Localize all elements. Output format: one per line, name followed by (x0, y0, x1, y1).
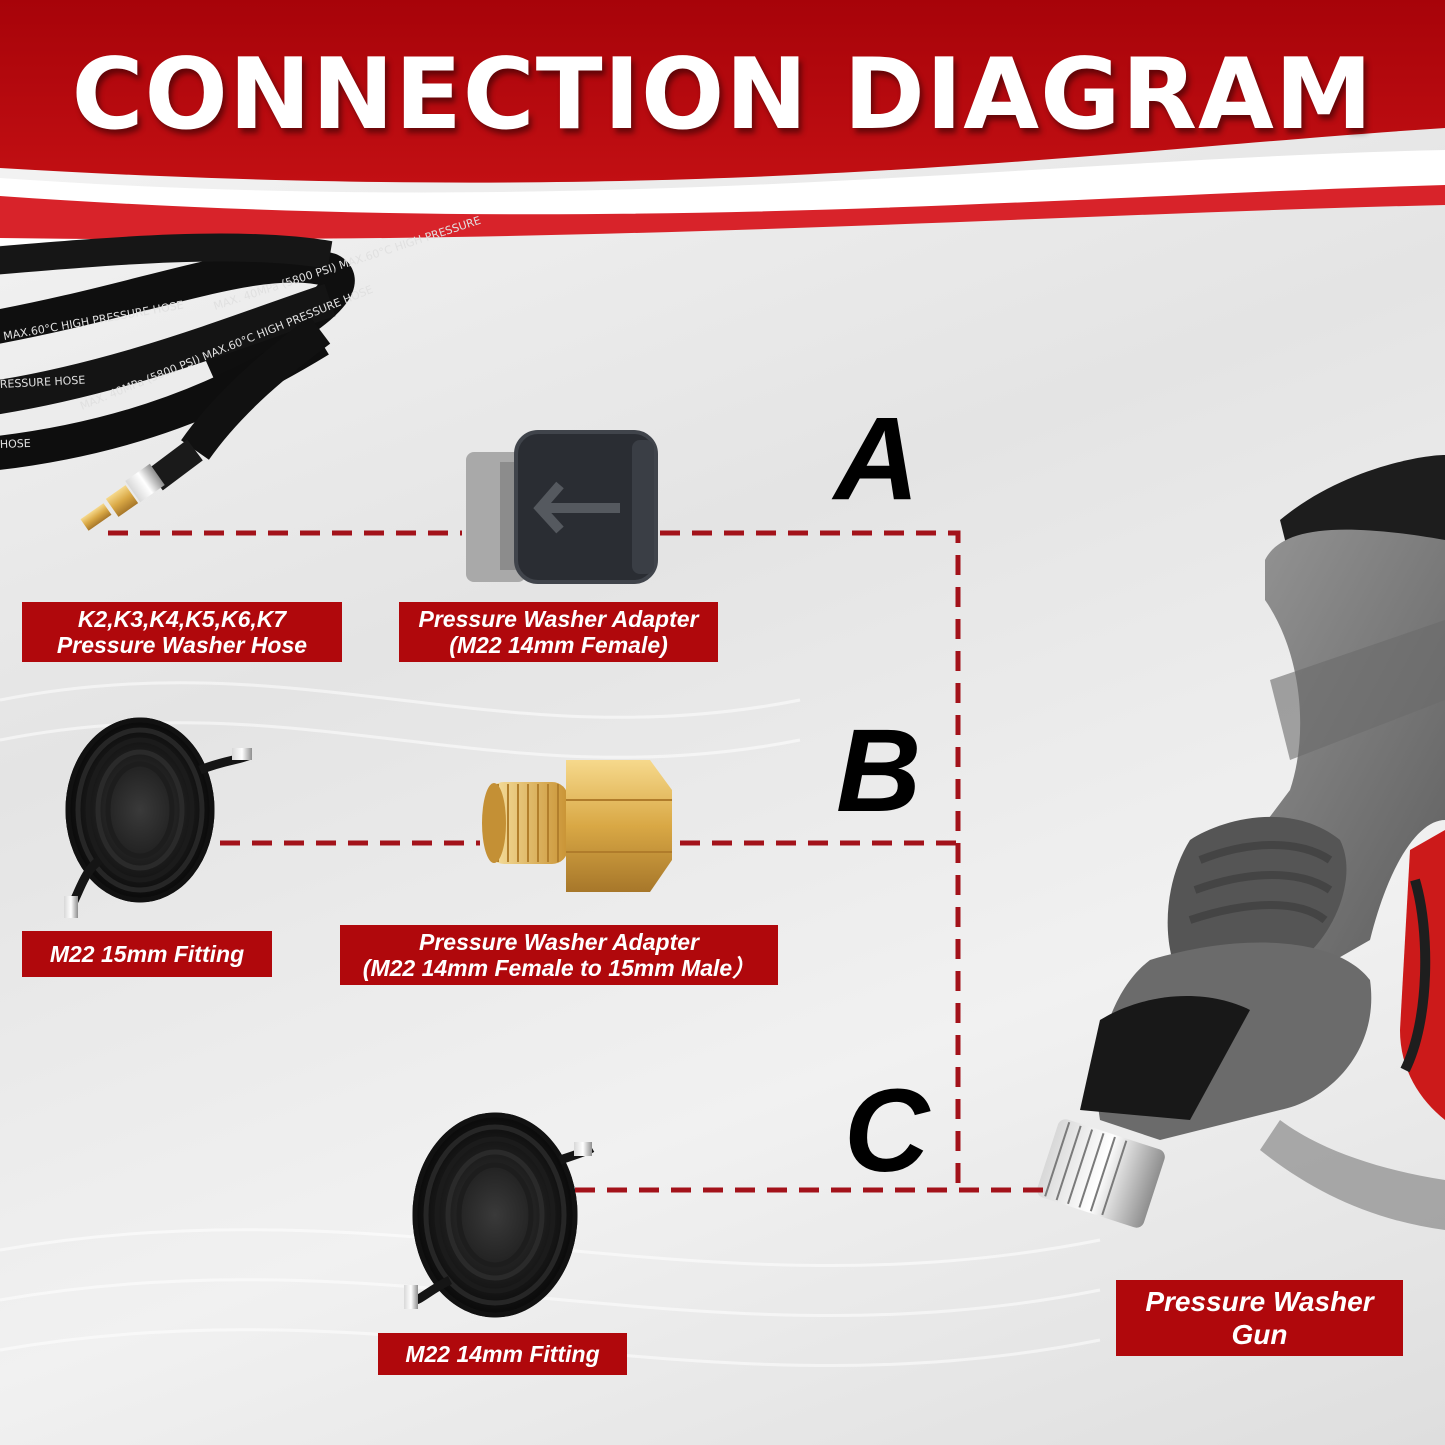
dash-a-right (660, 530, 961, 1190)
header-banner (0, 0, 1445, 245)
label-adapter-a-line1: Pressure Washer Adapter (418, 606, 699, 632)
adapter-brass-icon (482, 760, 672, 892)
label-spray-gun-line1: Pressure Washer (1145, 1286, 1374, 1317)
hose-coil-icon (404, 1112, 595, 1318)
label-adapter-b-line1: Pressure Washer Adapter (419, 929, 699, 955)
label-hose-k-series-line2: Pressure Washer Hose (56, 632, 308, 658)
connection-letter-c: C (844, 1065, 930, 1197)
label-adapter-a: Pressure Washer Adapter (M22 14mm Female… (399, 602, 718, 662)
label-fitting-14mm: M22 14mm Fitting (378, 1333, 627, 1375)
label-adapter-b-line2: (M22 14mm Female to 15mm Male） (362, 955, 756, 981)
label-fitting-15mm: M22 15mm Fitting (22, 931, 272, 977)
adapter-black-icon (466, 430, 658, 584)
label-spray-gun: Pressure Washer Gun (1116, 1280, 1403, 1356)
hose-print-line2: RESSURE HOSE (0, 374, 86, 391)
label-fitting-15mm-text: M22 15mm Fitting (49, 941, 245, 967)
label-hose-k-series-line1: K2,K3,K4,K5,K6,K7 (77, 606, 287, 632)
hose-print-line5: HOSE (0, 437, 31, 451)
hose-coil-icon (0, 233, 355, 531)
page-title: CONNECTION DIAGRAM (71, 38, 1374, 152)
label-hose-k-series: K2,K3,K4,K5,K6,K7 Pressure Washer Hose (22, 602, 342, 662)
connection-letter-a: A (834, 393, 920, 525)
connection-lines (108, 530, 1048, 1193)
label-spray-gun-line2: Gun (1231, 1319, 1288, 1350)
label-adapter-b: Pressure Washer Adapter (M22 14mm Female… (340, 925, 778, 985)
spray-gun-icon (1037, 455, 1445, 1230)
hose-coil-icon (64, 717, 253, 918)
connection-letter-b: B (836, 705, 922, 837)
label-fitting-14mm-text: M22 14mm Fitting (405, 1341, 600, 1367)
label-adapter-a-line2: (M22 14mm Female) (449, 632, 668, 658)
